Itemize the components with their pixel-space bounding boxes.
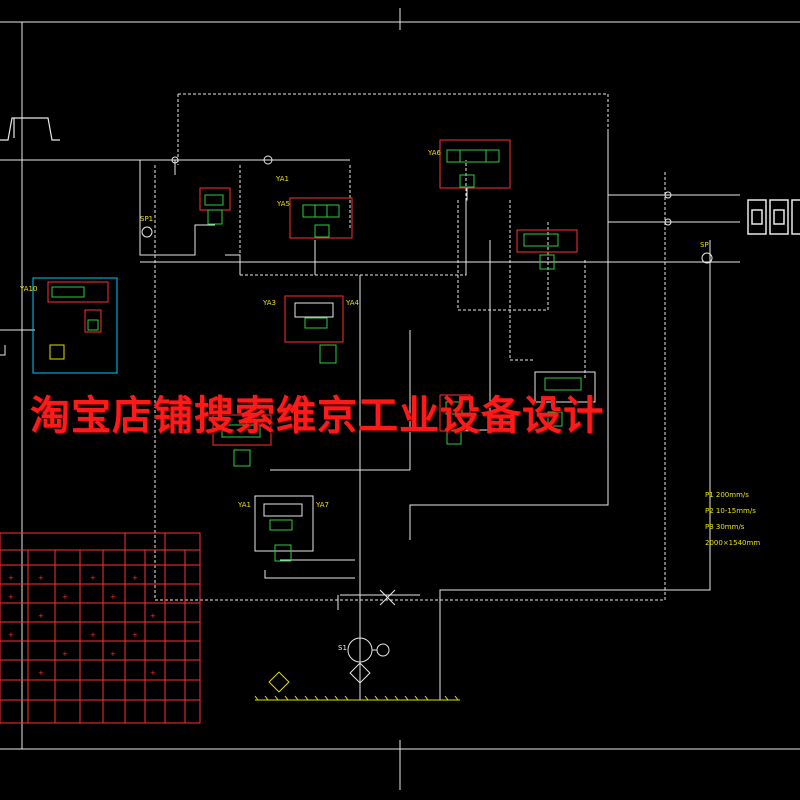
param-p2: P2 10-15mm/s <box>705 507 756 515</box>
label-ya5: YA5 <box>277 200 290 208</box>
svg-text:+: + <box>110 593 116 601</box>
sequence-table <box>0 532 201 724</box>
label-ya1-bottom: YA1 <box>238 501 251 509</box>
svg-text:+: + <box>132 631 138 639</box>
label-ya7: YA7 <box>316 501 329 509</box>
pressure-lines <box>0 130 740 701</box>
svg-text:+: + <box>150 669 156 677</box>
actuator-cylinders <box>747 199 800 235</box>
pilot-line-dashed <box>154 93 666 601</box>
label-ya3: YA3 <box>263 299 276 307</box>
valve-center <box>212 414 272 467</box>
valve-left-small <box>199 187 231 225</box>
param-p4: 2000×1540mm <box>705 539 761 547</box>
valve-ya-top <box>439 139 511 201</box>
svg-text:+: + <box>8 574 14 582</box>
label-ya6: YA6 <box>428 149 441 157</box>
svg-text:+: + <box>8 631 14 639</box>
label-ya1-top: YA1 <box>276 175 289 183</box>
label-sp: SP <box>700 241 709 249</box>
svg-text:+: + <box>62 650 68 658</box>
label-s1: S1 <box>338 644 347 652</box>
drawing-frame <box>0 8 800 790</box>
valve-right-mid <box>516 229 578 270</box>
pump-motor <box>268 589 396 693</box>
param-p1: P1 200mm/s <box>705 491 749 499</box>
svg-text:+: + <box>38 612 44 620</box>
pressure-gauges <box>141 155 713 264</box>
valve-ya1-ya7 <box>254 495 314 562</box>
valve-ya5 <box>289 197 353 239</box>
svg-text:+: + <box>132 574 138 582</box>
svg-text:+: + <box>8 593 14 601</box>
param-p3: P3 30mm/s <box>705 523 745 531</box>
svg-text:+: + <box>110 650 116 658</box>
label-sp1: SP1 <box>140 215 154 223</box>
svg-text:+: + <box>150 612 156 620</box>
valve-ya3-ya4 <box>284 295 344 364</box>
hydraulic-cylinder <box>0 117 60 141</box>
svg-text:+: + <box>38 669 44 677</box>
sequence-table-marks: + + + + + + + + + + + + + + + + <box>8 574 156 677</box>
valve-right-lower <box>534 371 596 427</box>
label-ya4: YA4 <box>346 299 359 307</box>
valve-center-right <box>439 394 471 445</box>
svg-text:+: + <box>90 574 96 582</box>
valve-ya10 <box>32 277 118 374</box>
svg-text:+: + <box>62 593 68 601</box>
watermark-text: 淘宝店铺搜索维京工业设备设计 <box>30 393 604 439</box>
tank-symbol <box>254 695 460 701</box>
label-ya10: YA10 <box>20 285 38 293</box>
svg-text:+: + <box>38 574 44 582</box>
svg-text:+: + <box>90 631 96 639</box>
